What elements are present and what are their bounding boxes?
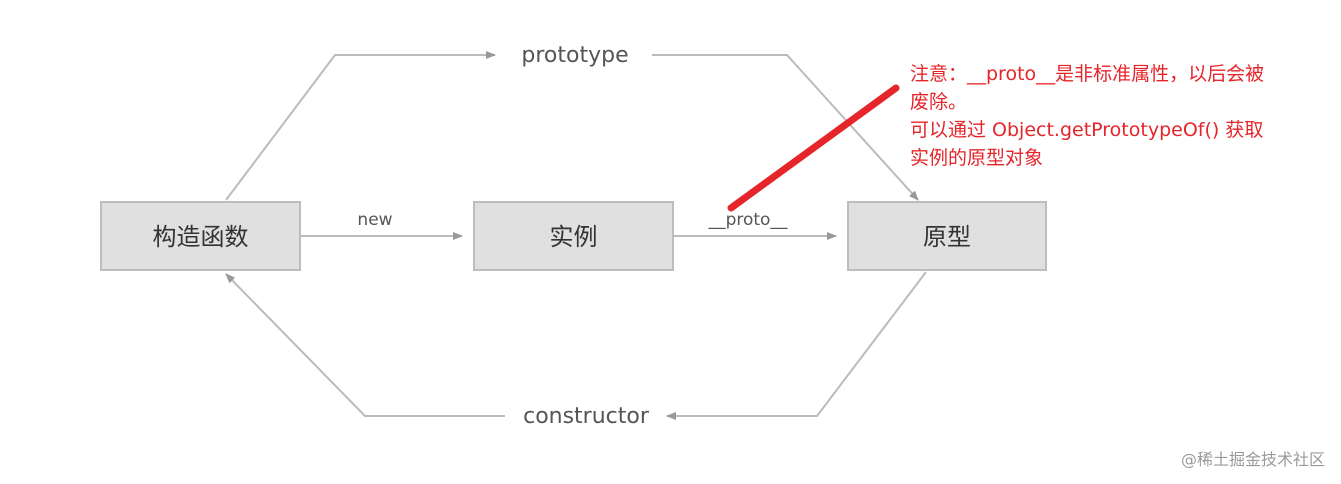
constructor-function-node: 构造函数 <box>100 201 301 271</box>
note-line-2: 废除。 <box>910 91 968 113</box>
proto-edge-label: __proto__ <box>708 210 788 230</box>
note-line-1: 注意：__proto__是非标准属性，以后会被 <box>910 63 1265 85</box>
note-line-4: 实例的原型对象 <box>910 147 1044 169</box>
constructor-function-label: 构造函数 <box>153 223 249 251</box>
annotation-note: 注意：__proto__是非标准属性，以后会被 废除。 可以通过 Object.… <box>910 60 1330 172</box>
constructor-edge-label: constructor <box>523 404 650 429</box>
instance-label: 实例 <box>550 223 598 251</box>
watermark: @稀土掘金技术社区 <box>1180 450 1325 469</box>
prototype-edge-label: prototype <box>521 43 628 68</box>
prototype-node: 原型 <box>847 201 1047 271</box>
prototype-edge-right <box>652 54 919 201</box>
new-edge-label: new <box>357 210 392 230</box>
note-line-3: 可以通过 Object.getPrototypeOf() 获取 <box>910 119 1264 141</box>
constructor-edge-left <box>225 273 505 417</box>
prototype-edge-left <box>225 51 496 201</box>
prototype-label: 原型 <box>923 223 971 251</box>
constructor-edge-right <box>666 271 927 420</box>
annotation-pointer-line <box>727 84 900 212</box>
instance-node: 实例 <box>473 201 674 271</box>
